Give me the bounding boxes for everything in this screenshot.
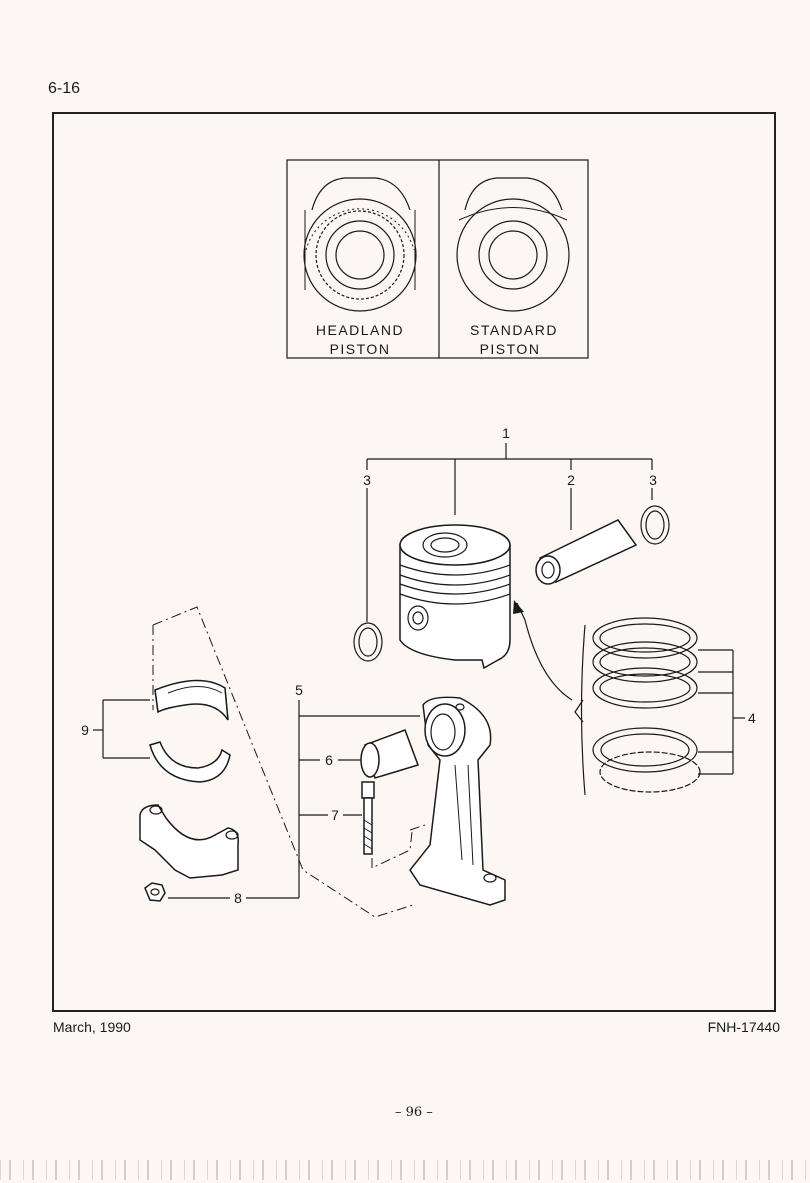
callout-2: 2 [567, 472, 575, 488]
bolt-part [361, 781, 375, 855]
callout-3-right: 3 [649, 472, 657, 488]
folio-number: – 96 – [395, 1105, 433, 1120]
callout-5: 5 [295, 682, 303, 698]
callout-1: 1 [502, 425, 510, 441]
callout-1-leaders [366, 443, 653, 622]
piston-comparison-inset: HEADLAND PISTON STANDARD PISTON [286, 159, 589, 359]
snap-ring-left [353, 622, 383, 662]
standard-caption-line2: PISTON [480, 341, 541, 357]
callout-8: 8 [234, 890, 242, 906]
document-code: FNH-17440 [707, 1019, 780, 1035]
standard-piston-figure [456, 177, 570, 312]
piston-rings-part [574, 617, 745, 796]
callout-6: 6 [325, 752, 333, 768]
piston-part [399, 524, 511, 670]
bushing-part [360, 729, 419, 779]
callout-3-left: 3 [363, 472, 371, 488]
ring-install-arrow [516, 602, 573, 701]
snap-ring-right [640, 505, 670, 545]
nut-part [144, 882, 166, 902]
callout-9: 9 [81, 722, 89, 738]
piston-pin-part [535, 519, 638, 585]
lower-bearing-shell-part [149, 741, 231, 783]
illustration-frame [52, 112, 776, 1012]
headland-caption-line1: HEADLAND [316, 322, 404, 338]
upper-bearing-shell-part [154, 679, 229, 721]
headland-caption-line2: PISTON [330, 341, 391, 357]
date-footer: March, 1990 [53, 1019, 131, 1035]
headland-piston-figure [303, 177, 417, 312]
connecting-rod-part [409, 696, 506, 906]
callout-7: 7 [331, 807, 339, 823]
standard-caption-line1: STANDARD [470, 322, 558, 338]
callout-9-leaders [93, 699, 150, 759]
scan-artifact-strip [0, 1160, 810, 1180]
rod-cap-part [139, 804, 240, 879]
callout-4: 4 [748, 710, 756, 726]
callout-5-leaders [168, 700, 420, 899]
page-number: 6-16 [48, 80, 81, 97]
